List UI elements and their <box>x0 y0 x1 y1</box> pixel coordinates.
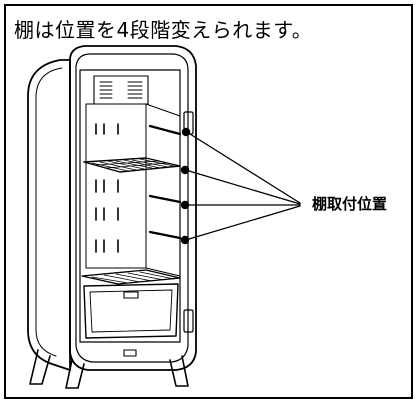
cabinet-left-side <box>27 59 71 371</box>
drawer <box>81 269 181 339</box>
shelf-mount-point-icon <box>180 235 190 245</box>
shelf-mount-points <box>180 127 191 245</box>
back-wall <box>85 103 147 269</box>
side-wall-perspective <box>145 103 181 277</box>
leg-left <box>29 349 51 385</box>
shelves <box>83 124 182 240</box>
drawer-front <box>83 283 179 339</box>
leader-lines <box>188 133 301 240</box>
cabinet-front-inner <box>75 53 189 363</box>
shelf-mount-point-icon <box>180 200 190 210</box>
cabinet-left-inner-curve <box>35 67 63 99</box>
shelf-mount-callout-label: 棚取付位置 <box>312 195 388 213</box>
leg-front-left <box>65 359 85 389</box>
drawer-handle <box>123 291 139 299</box>
lower-hinge <box>183 309 194 333</box>
shelf-rail-1 <box>148 124 182 136</box>
interior-opening <box>79 69 181 343</box>
interior <box>79 69 181 343</box>
page-caption: 棚は位置を4段階変えられます。 <box>14 18 313 42</box>
shelf-rail-3 <box>148 230 182 240</box>
legs <box>29 349 189 389</box>
shelf-mount-point-icon <box>181 127 191 137</box>
wire-shelf <box>83 157 181 173</box>
back-rail-slots <box>95 123 119 253</box>
cabinet-front-frame <box>69 45 197 371</box>
bottom-shelf <box>81 269 181 285</box>
drawer-front-inner <box>89 289 173 333</box>
wire-shelf-grid <box>91 158 175 172</box>
cabinet-body <box>27 45 197 371</box>
shelf-rail-2 <box>148 194 182 204</box>
cabinet-left-inner-edge <box>35 97 57 357</box>
bottom-shelf-grid <box>91 271 175 284</box>
leg-front-right <box>169 355 189 387</box>
vent-slots <box>99 81 143 99</box>
brand-plate <box>123 349 137 357</box>
shelf-mount-point-icon <box>180 165 190 175</box>
figure-frame <box>4 4 413 399</box>
